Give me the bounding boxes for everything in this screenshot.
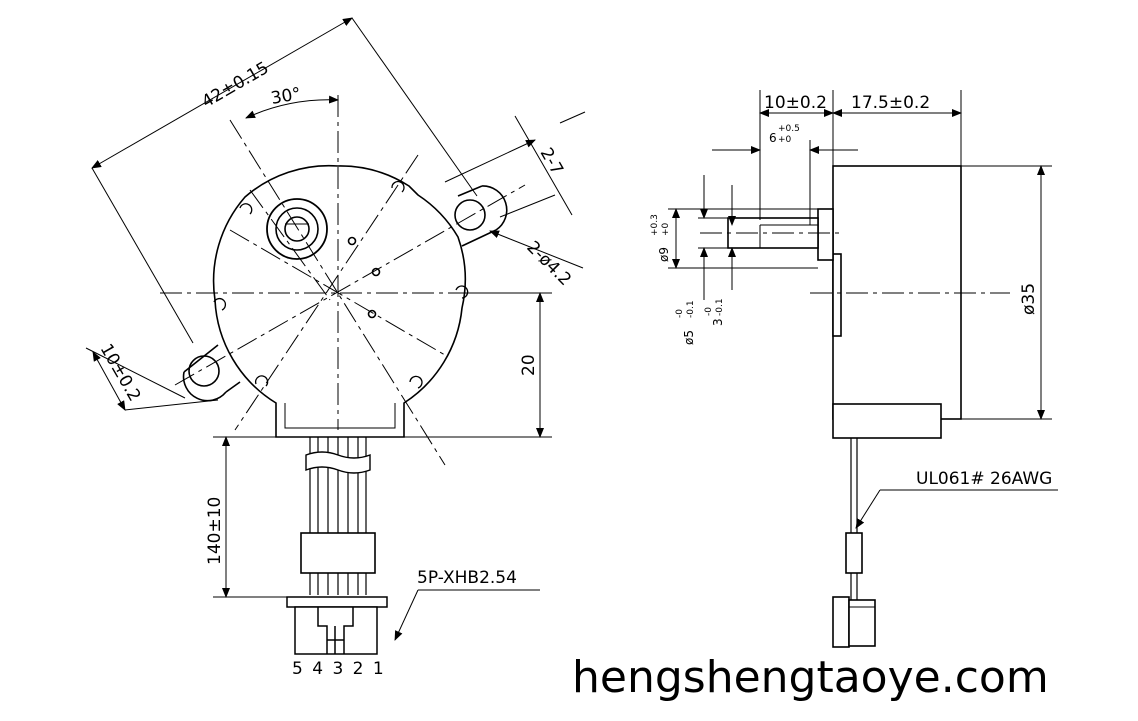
side-rear-cap (832, 403, 942, 439)
mount-hole-left (188, 355, 220, 387)
dim-boss-tol: +0.3 (650, 214, 660, 236)
dim-boss-dia-label: ø9 (657, 247, 671, 262)
front-centerlines (160, 95, 530, 466)
side-mount-flange (832, 253, 842, 337)
connector-leader (394, 589, 540, 641)
wire-label: UL061# 26AWG (916, 469, 1052, 489)
side-view (668, 90, 1058, 648)
dim-flat-len-tol: +0.5 (778, 124, 800, 134)
dim-shaft-dia-tol2: -0.1 (686, 300, 696, 318)
dim-shaft-length-label: 10±0.2 (764, 93, 827, 113)
dim-slot (444, 111, 586, 218)
dim-flat-len (712, 140, 858, 225)
dim-shaft-dia-tol: -0 (675, 309, 685, 318)
side-wire-sleeve (845, 532, 863, 574)
dim-20 (404, 292, 552, 438)
rim-rivets (213, 180, 469, 389)
dim-boss (668, 208, 818, 269)
shaft-boss-inner (284, 216, 310, 242)
dim-30-arc (245, 95, 339, 119)
wire-leader (855, 489, 1058, 529)
pin-numbers: 5 4 3 2 1 (292, 659, 386, 679)
shaft-boss-mid (275, 207, 319, 251)
dim-flat-label: 3 (711, 318, 725, 326)
side-boss (817, 208, 834, 261)
wire-sleeve (300, 532, 376, 574)
dim-angle-label: 30° (269, 84, 302, 109)
dim-lead-length-label: 140±10 (205, 497, 225, 565)
shaft-boss-outer (266, 198, 328, 260)
dim-shaft-dia (698, 175, 728, 300)
dim-offset-label: 20 (519, 354, 539, 376)
dim-slot-label: 2-7 (536, 145, 567, 179)
dim-body-dia-label: ø35 (1019, 283, 1039, 315)
dim-holes-label: 2-ø4.2 (522, 237, 575, 290)
dim-shaft-dia-label: ø5 (682, 330, 696, 345)
connector (286, 596, 388, 655)
dim-ear-label: 10±0.2 (96, 341, 145, 405)
dim-body-dia (961, 165, 1052, 420)
dim-side-top (759, 90, 962, 220)
dim-flat-tol2: -0.1 (715, 298, 725, 316)
watermark: hengshengtaoye.com (572, 652, 1049, 703)
dim-width-label: 42±0.15 (199, 58, 273, 112)
dim-flat-len-label: 6 (769, 131, 777, 145)
dim-flat-len-tol2: +0 (778, 135, 792, 145)
dim-flat-tol: -0 (704, 307, 714, 316)
dim-body-depth-label: 17.5±0.2 (851, 93, 930, 113)
dim-ear (85, 347, 219, 411)
connector-label: 5P-XHB2.54 (417, 568, 517, 588)
side-connector (832, 596, 850, 648)
dim-holes-leader (489, 230, 584, 269)
inner-rim (284, 403, 396, 429)
wire-break (305, 451, 371, 474)
dim-42 (91, 17, 478, 344)
mount-hole-right (454, 199, 486, 231)
front-view (85, 17, 586, 655)
dim-boss-tol2: +0 (661, 222, 671, 236)
dim-140 (213, 436, 300, 598)
